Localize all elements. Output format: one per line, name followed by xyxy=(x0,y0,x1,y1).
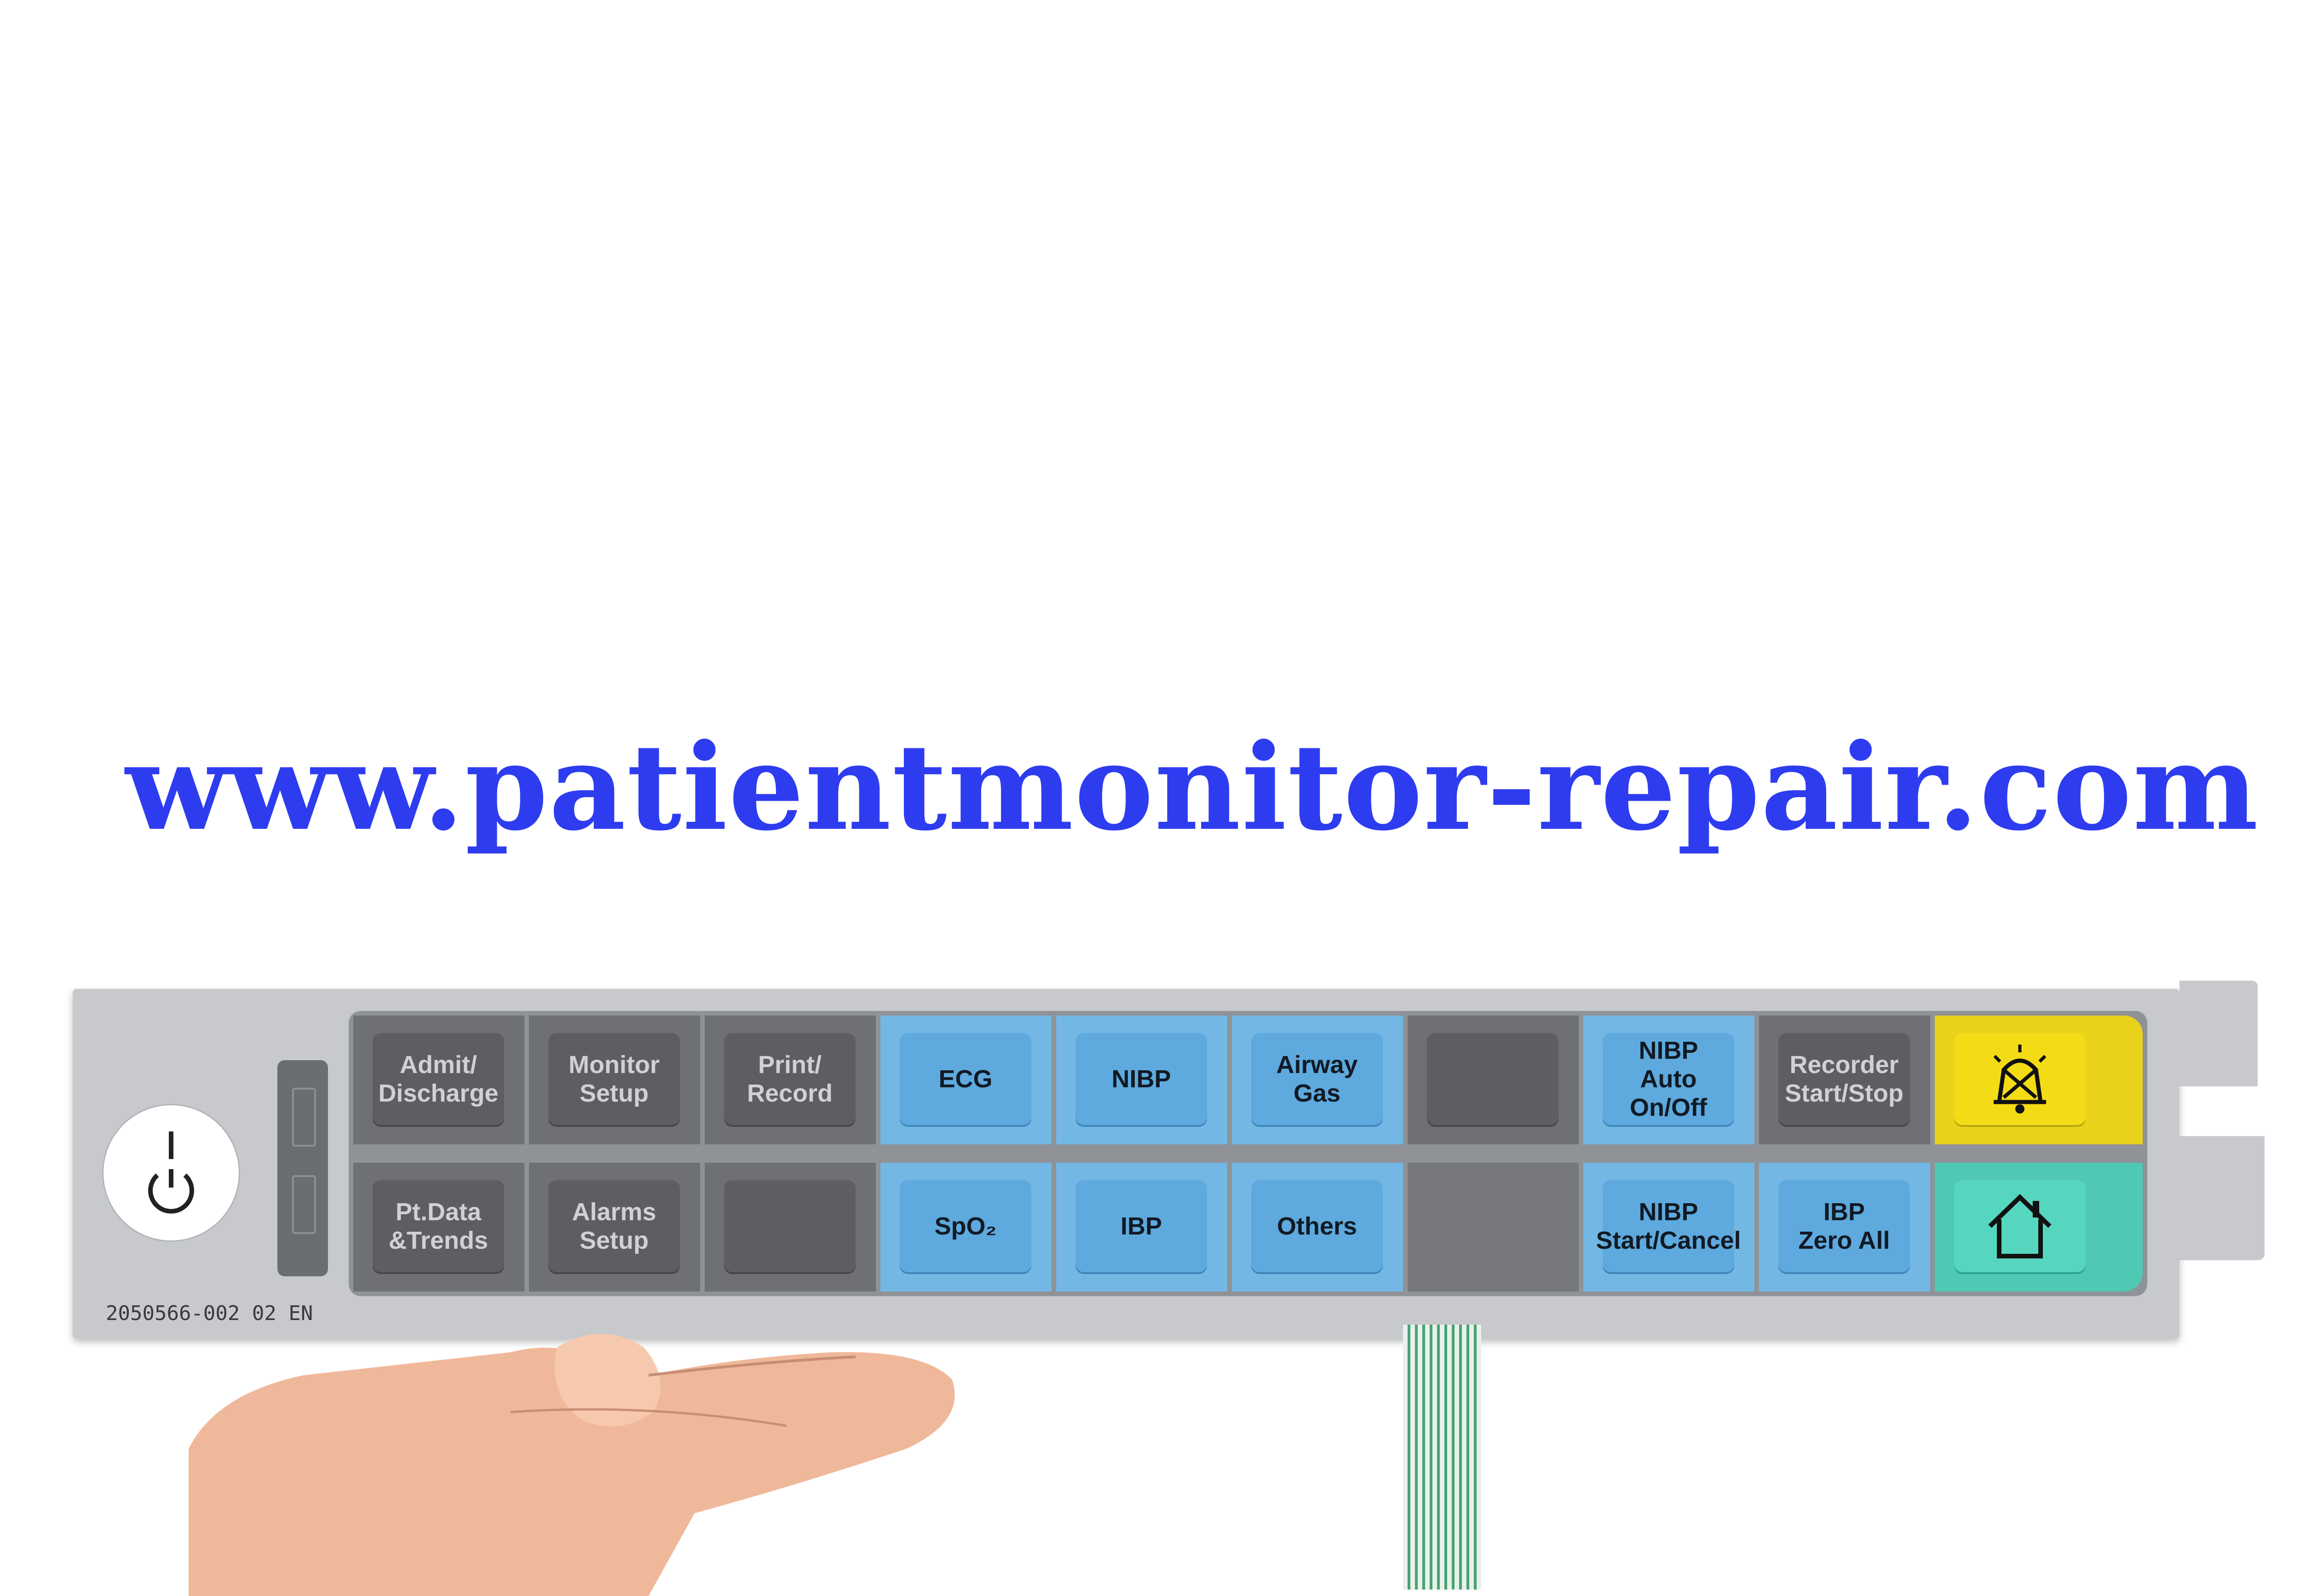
home-icon xyxy=(1988,1194,2052,1258)
key-cell xyxy=(705,1163,876,1292)
alarm-silence-icon xyxy=(1993,1045,2047,1114)
nibp-start-cancel-key[interactable]: NIBP Start/Cancel xyxy=(1596,1180,1741,1272)
ibp-key[interactable]: IBP xyxy=(1075,1180,1207,1272)
key-cell: Recorder Start/Stop xyxy=(1759,1016,1930,1144)
blank-key[interactable] xyxy=(724,1180,856,1272)
battery-1-icon xyxy=(292,1088,316,1147)
key-cell: Airway Gas xyxy=(1232,1016,1403,1144)
ibp-zero-all-key[interactable]: IBP Zero All xyxy=(1778,1180,1910,1272)
alarm-silence-button[interactable] xyxy=(1954,1033,2086,1125)
power-button[interactable] xyxy=(102,1104,240,1242)
pt-data-trends-key[interactable]: Pt.Data &Trends xyxy=(373,1180,504,1272)
print-record-key[interactable]: Print/ Record xyxy=(724,1033,856,1125)
panel-edge-top xyxy=(2179,981,2258,1086)
key-cell: IBP Zero All xyxy=(1759,1163,1930,1292)
watermark-url: www.patientmonitor-repair.com xyxy=(125,718,2260,857)
nibp-auto-key[interactable]: NIBP Auto On/Off xyxy=(1603,1033,1734,1125)
key-cell: NIBP Start/Cancel xyxy=(1583,1163,1754,1292)
key-cell xyxy=(1408,1016,1579,1144)
key-cell: Admit/ Discharge xyxy=(353,1016,524,1144)
battery-indicator-icon xyxy=(277,1060,328,1276)
part-number: 2050566-002 02 EN xyxy=(106,1302,313,1325)
spo2-key[interactable]: SpO₂ xyxy=(900,1180,1031,1272)
blank-key[interactable] xyxy=(1427,1033,1558,1125)
battery-2-icon xyxy=(292,1175,316,1234)
alarms-setup-key[interactable]: Alarms Setup xyxy=(548,1180,680,1272)
monitor-setup-key[interactable]: Monitor Setup xyxy=(548,1033,680,1125)
panel-edge-bottom xyxy=(2179,1136,2265,1260)
key-cell xyxy=(1408,1163,1579,1292)
key-cell: Alarms Setup xyxy=(529,1163,700,1292)
home-button[interactable] xyxy=(1954,1180,2086,1272)
recorder-key[interactable]: Recorder Start/Stop xyxy=(1778,1033,1910,1125)
power-icon xyxy=(148,1131,194,1214)
key-cell: Pt.Data &Trends xyxy=(353,1163,524,1292)
ecg-key[interactable]: ECG xyxy=(900,1033,1031,1125)
admit-discharge-key[interactable]: Admit/ Discharge xyxy=(373,1033,504,1125)
nibp-key[interactable]: NIBP xyxy=(1075,1033,1207,1125)
key-grid: Admit/ Discharge Monitor Setup Print/ Re… xyxy=(349,1011,2147,1296)
airway-gas-key[interactable]: Airway Gas xyxy=(1251,1033,1383,1125)
key-cell: IBP xyxy=(1056,1163,1227,1292)
home-cell xyxy=(1935,1163,2143,1292)
key-cell: Others xyxy=(1232,1163,1403,1292)
key-cell: ECG xyxy=(880,1016,1052,1144)
alarm-cell xyxy=(1935,1016,2143,1144)
others-key[interactable]: Others xyxy=(1251,1180,1383,1272)
key-cell: Monitor Setup xyxy=(529,1016,700,1144)
ribbon-cable xyxy=(1403,1325,1481,1590)
key-cell: NIBP xyxy=(1056,1016,1227,1144)
key-cell: SpO₂ xyxy=(880,1163,1052,1292)
hand-image xyxy=(189,1334,955,1596)
key-cell: NIBP Auto On/Off xyxy=(1583,1016,1754,1144)
keypad-membrane: 2050566-002 02 EN Admit/ Discharge Monit… xyxy=(73,981,2265,1338)
key-cell: Print/ Record xyxy=(705,1016,876,1144)
